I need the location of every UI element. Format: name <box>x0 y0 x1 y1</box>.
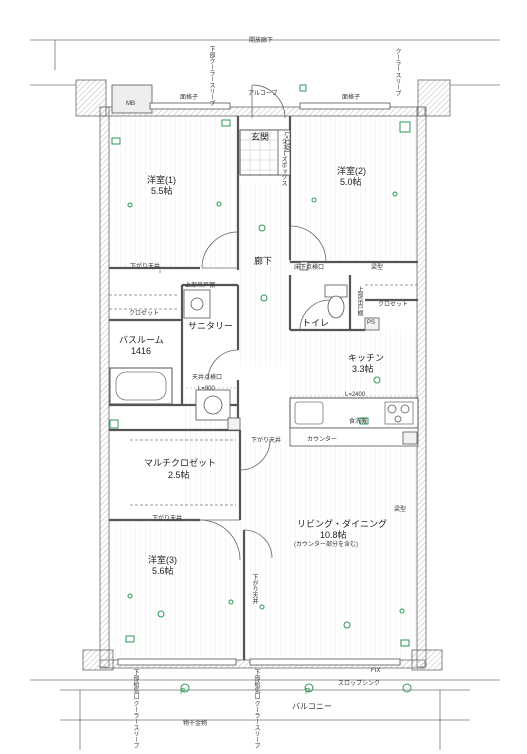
entrance-label: 玄関 <box>251 132 270 142</box>
toilet-fixture <box>324 284 348 319</box>
bottom-vent-left: 下部給気口 クーラースリーブ <box>132 669 138 749</box>
bathroom-name: バスルーム <box>119 335 164 345</box>
slop-sink-label: スロップシンク <box>338 681 381 687</box>
closet-1: クロゼット <box>129 311 160 317</box>
mb-label: MB <box>126 101 135 107</box>
ps-boxes <box>227 261 418 445</box>
shoes-box-label: シューズボックス <box>280 138 286 186</box>
counter-label: カウンター <box>307 437 338 443</box>
alcove-label: アルコーブ <box>248 91 278 97</box>
upper-cabinet-sanitary: 上部吊戸棚 <box>185 283 216 289</box>
room-western1-size: 5.5帖 <box>151 186 173 196</box>
beam-2: 梁型 <box>394 507 407 513</box>
lowered-ceiling-2: 下がり天井 <box>251 438 282 444</box>
balcony-label: バルコニー <box>292 702 332 711</box>
room-western3-name: 洋室(3) <box>148 555 177 565</box>
l2400-label: L=2400 <box>345 392 366 398</box>
parking-p-right: P <box>305 687 311 696</box>
kitchen-name: キッチン <box>348 353 385 363</box>
hallway-label: 廊下 <box>254 256 273 266</box>
outer-lines <box>30 39 500 750</box>
room-western2-size: 5.0帖 <box>340 177 362 187</box>
bottom-vent-right: 下部給気口 クーラースリーブ <box>253 669 259 749</box>
ceiling-hatch: 天井点検口 <box>192 375 223 381</box>
sanitary-fixtures <box>183 289 231 421</box>
laundry-fixture-label: 物干金物 <box>183 721 208 727</box>
cooler-sleeve-top-right: クーラースリーブ <box>394 48 400 96</box>
grille-left: 面格子 <box>180 95 199 101</box>
ps-label: PS <box>367 320 376 326</box>
equipment-markers <box>109 84 416 693</box>
closet-lines <box>109 270 418 506</box>
doors <box>199 84 331 561</box>
kitchen-counter <box>289 397 419 447</box>
fix-label: FIX <box>371 668 381 674</box>
upper-cabinet-toilet: 上部吊戸棚 <box>356 286 362 316</box>
room-western1-name: 洋室(1) <box>147 175 176 185</box>
underfloor-hatch: 床下点検口 <box>294 265 325 271</box>
shoe-box <box>277 129 291 176</box>
room-western3-size: 5.6帖 <box>152 566 174 576</box>
bathroom-size: 1416 <box>131 346 152 356</box>
beam-1: 梁型 <box>371 265 384 271</box>
cooler-sleeve-top-left: 下部クーラースリーブ <box>208 46 214 106</box>
bathtub <box>109 367 173 405</box>
l900-label: L=900 <box>198 386 215 392</box>
sanitary-label: サニタリー <box>188 321 234 331</box>
closet-2: クロゼット <box>378 302 409 308</box>
living-size: 10.8帖 <box>320 530 347 540</box>
grille-right: 面格子 <box>342 95 361 101</box>
lowered-ceiling-3: 下がり天井 <box>152 516 183 522</box>
lowered-ceiling-1: 下がり天井 <box>130 264 161 270</box>
living-note: (カウンター部分を含む) <box>294 542 358 548</box>
multi-closet-size: 2.5帖 <box>168 470 190 480</box>
corridor-label: 開放廊下 <box>249 38 274 44</box>
room-western2-name: 洋室(2) <box>337 166 366 176</box>
dishwasher-label: 食洗機 <box>349 419 368 425</box>
lowered-ceiling-4: 下がり天井 <box>251 574 257 604</box>
parking-p-left: P <box>180 687 186 696</box>
living-name: リビング・ダイニング <box>297 519 388 529</box>
multi-closet-name: マルチクロゼット <box>144 458 217 468</box>
toilet-label: トイレ <box>302 318 330 328</box>
l1200-label: L=1200 <box>283 132 289 153</box>
floor-texture <box>108 115 420 660</box>
dimension-lines <box>182 130 418 397</box>
kitchen-size: 3.3帖 <box>352 364 374 374</box>
